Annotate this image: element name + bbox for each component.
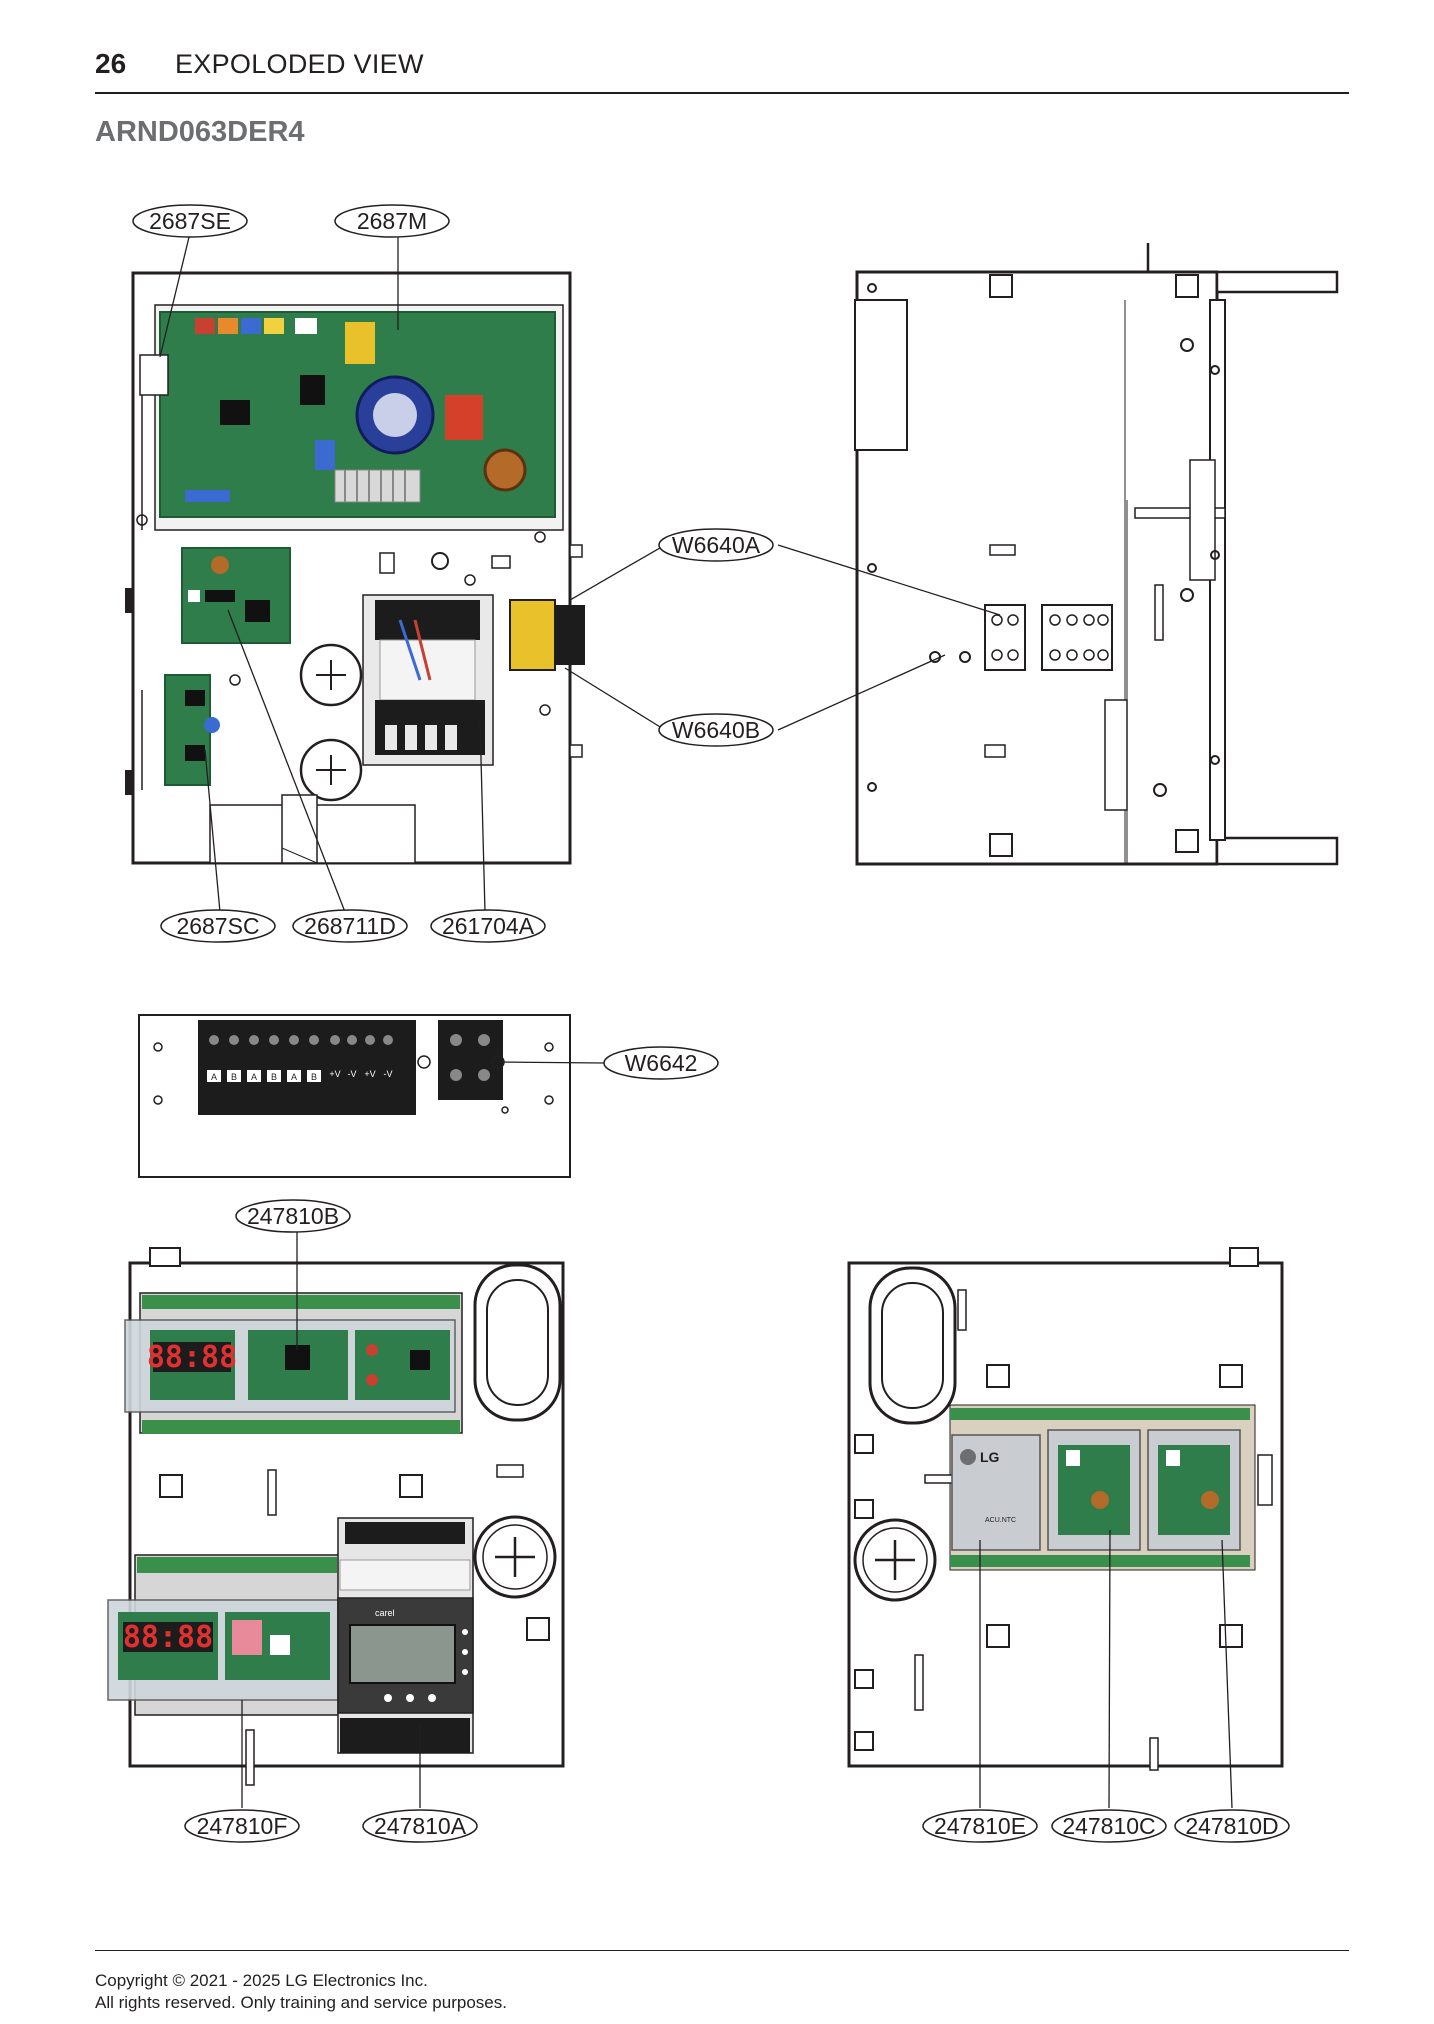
- acu-label: ACU.NTC: [985, 1517, 1016, 1524]
- callout-2687M: 2687M: [334, 204, 450, 238]
- terminal-label: -V: [348, 1069, 357, 1079]
- callout-2687SE: 2687SE: [132, 204, 248, 238]
- callout-268711D: 268711D: [292, 909, 408, 943]
- terminal-label: A: [211, 1072, 217, 1082]
- svg-text:268711D: 268711D: [304, 913, 396, 939]
- led-display: 88:88: [123, 1620, 213, 1655]
- callout-261704A: 261704A: [430, 909, 546, 943]
- svg-text:247810B: 247810B: [247, 1203, 339, 1229]
- terminal-label: B: [231, 1072, 237, 1082]
- callout-2687SC: 2687SC: [160, 909, 276, 943]
- lg-module: LG ACU.NTC: [951, 1434, 1041, 1551]
- svg-text:2687SE: 2687SE: [149, 208, 231, 234]
- svg-text:247810C: 247810C: [1062, 1813, 1155, 1839]
- leader-lines: [159, 232, 1233, 1809]
- side-pcb: [141, 674, 220, 790]
- terminal-label: +V: [364, 1069, 375, 1079]
- carel-logo: carel: [375, 1608, 395, 1618]
- terminal-block-w6640a: [984, 604, 1113, 671]
- callout-247810D: 247810D: [1174, 1809, 1290, 1843]
- svg-text:W6640A: W6640A: [672, 532, 761, 558]
- terminal-labels: A B A B A B +V -V +V -V: [207, 1069, 393, 1082]
- terminal-label: A: [251, 1072, 257, 1082]
- callout-247810E: 247810E: [922, 1809, 1038, 1843]
- controller-panel-right: LG ACU.NTC: [847, 1247, 1284, 1771]
- control-box-front: [125, 271, 585, 865]
- svg-text:W6642: W6642: [625, 1050, 698, 1076]
- io-module-d: [1147, 1429, 1241, 1551]
- callout-247810C: 247810C: [1051, 1809, 1167, 1843]
- callout-W6640A: W6640A: [658, 528, 774, 562]
- callouts: 2687SE 2687M W6640A W6640B 2687SC 268711…: [132, 204, 1290, 1843]
- led-display: 88:88: [147, 1340, 237, 1375]
- svg-text:247810A: 247810A: [374, 1813, 467, 1839]
- controller-module-pco: carel: [337, 1517, 474, 1754]
- control-box-back: [854, 243, 1339, 866]
- svg-text:247810E: 247810E: [934, 1813, 1026, 1839]
- module-rack: LG ACU.NTC: [924, 1404, 1273, 1571]
- terminal-label: B: [311, 1072, 317, 1082]
- svg-text:247810D: 247810D: [1185, 1813, 1278, 1839]
- lg-logo: LG: [980, 1449, 1000, 1465]
- small-pcb: [181, 547, 291, 644]
- controller-module-lower: 88:88: [107, 1554, 341, 1716]
- controller-module-top: 88:88: [124, 1292, 463, 1434]
- callout-W6642: W6642: [603, 1046, 719, 1080]
- copyright-line-2: All rights reserved. Only training and s…: [95, 1993, 507, 2012]
- terminal-label: +V: [329, 1069, 340, 1079]
- copyright-line-1: Copyright © 2021 - 2025 LG Electronics I…: [95, 1971, 428, 1990]
- callout-247810B: 247810B: [235, 1199, 351, 1233]
- svg-text:247810F: 247810F: [197, 1813, 288, 1839]
- transformer: [362, 594, 494, 766]
- svg-text:2687M: 2687M: [357, 208, 427, 234]
- page-number: 26: [95, 48, 127, 79]
- model-title: ARND063DER4: [95, 116, 305, 148]
- terminal-label: B: [271, 1072, 277, 1082]
- footer-rule: [95, 1950, 1349, 1951]
- main-pcb: [159, 311, 556, 518]
- header-rule: [95, 92, 1349, 94]
- svg-text:261704A: 261704A: [442, 913, 535, 939]
- svg-text:W6640B: W6640B: [672, 717, 760, 743]
- copyright-notice: Copyright © 2021 - 2025 LG Electronics I…: [95, 1970, 507, 2014]
- callout-247810A: 247810A: [362, 1809, 478, 1843]
- terminal-label: A: [291, 1072, 297, 1082]
- terminal-label: -V: [384, 1069, 393, 1079]
- callout-247810F: 247810F: [184, 1809, 300, 1843]
- terminal-plate: A B A B A B +V -V +V -V: [138, 1014, 571, 1178]
- section-title: EXPOLODED VIEW: [175, 49, 424, 79]
- svg-text:2687SC: 2687SC: [176, 913, 259, 939]
- callout-W6640B: W6640B: [658, 713, 774, 747]
- controller-panel-left: 88:88 88:88: [107, 1247, 565, 1786]
- io-module-c: [1047, 1429, 1141, 1551]
